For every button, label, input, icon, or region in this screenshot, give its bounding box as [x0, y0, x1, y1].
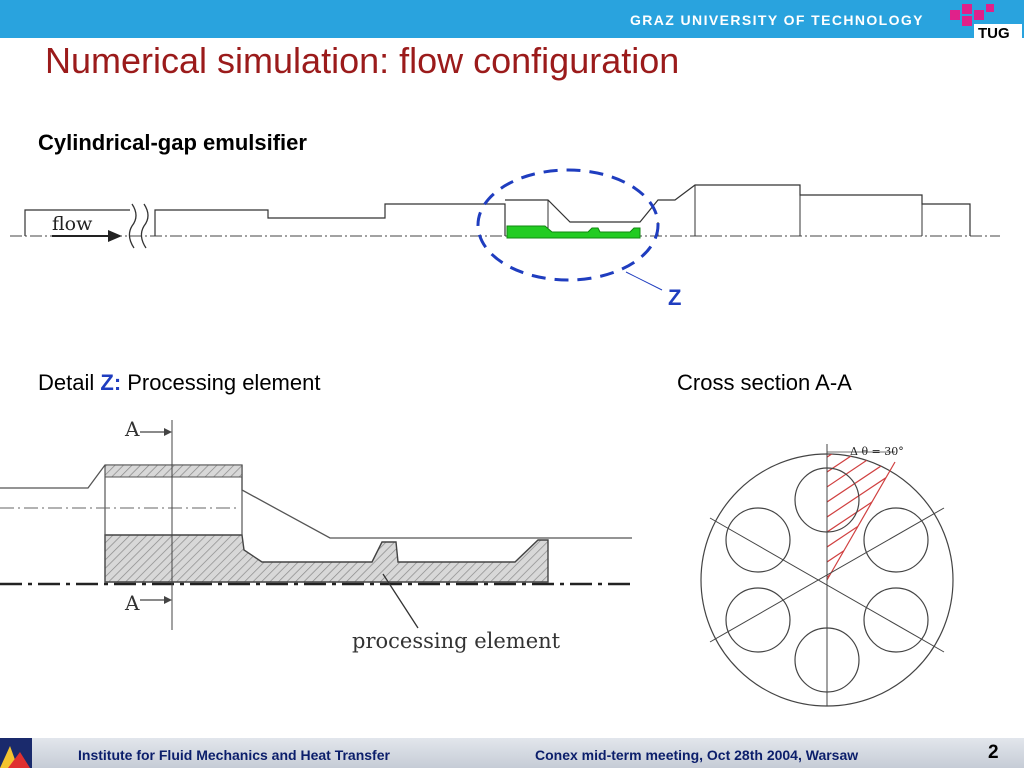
section-marker-bottom: A — [124, 591, 140, 615]
detail-z-marker: Z — [668, 285, 682, 310]
hole-top-left — [725, 507, 791, 573]
flow-arrow-head — [108, 230, 122, 242]
processing-element-highlight — [506, 225, 641, 239]
cross-section-drawing: Δ θ = 30° — [700, 444, 954, 707]
page-title: Numerical simulation: flow configuration — [45, 40, 680, 81]
flow-label: flow — [52, 213, 93, 235]
detail-z-leader — [625, 271, 663, 291]
header-bar — [0, 0, 1024, 38]
hole-top — [794, 467, 860, 533]
break-mark-1 — [128, 203, 137, 249]
element-leader-line — [382, 573, 419, 629]
section-subtitle: Cylindrical-gap emulsifier — [38, 130, 307, 155]
processing-element-detail-drawing: A A processing element — [0, 417, 632, 653]
page-number: 2 — [988, 742, 999, 763]
footer-meeting: Conex mid-term meeting, Oct 28th 2004, W… — [535, 747, 859, 763]
university-name: GRAZ UNIVERSITY OF TECHNOLOGY — [630, 12, 924, 28]
section-marker-top: A — [124, 417, 140, 441]
pipe-outline-outlet — [505, 184, 971, 236]
footer-institute: Institute for Fluid Mechanics and Heat T… — [78, 747, 390, 763]
hole-bottom-left — [725, 587, 791, 653]
spoke-diagonal-1 — [709, 517, 945, 653]
hole-bottom-right — [863, 587, 929, 653]
break-mark-2 — [140, 203, 149, 249]
detail-z-ellipse — [476, 168, 660, 282]
institute-logo-icon — [0, 738, 32, 768]
detail-heading: Detail Z: Processing element — [38, 370, 321, 395]
pipe-outline-mid — [154, 203, 506, 236]
processing-element-body — [104, 534, 549, 583]
emulsifier-overview-diagram: flow — [10, 168, 1000, 291]
cross-section-heading: Cross section A-A — [677, 370, 852, 395]
upper-hatched-band — [104, 464, 243, 478]
processing-element-label: processing element — [352, 629, 561, 653]
tug-logo: TUG — [950, 4, 1022, 42]
tug-logo-text: TUG — [978, 25, 1010, 42]
footer-bar: Institute for Fluid Mechanics and Heat T… — [0, 738, 1024, 768]
outer-wall-line — [0, 464, 632, 539]
hole-top-right — [863, 507, 929, 573]
pipe-outline-inlet — [24, 209, 130, 236]
spoke-diagonal-2 — [709, 507, 945, 643]
hole-bottom — [794, 627, 860, 693]
angle-label: Δ θ = 30° — [850, 445, 904, 458]
